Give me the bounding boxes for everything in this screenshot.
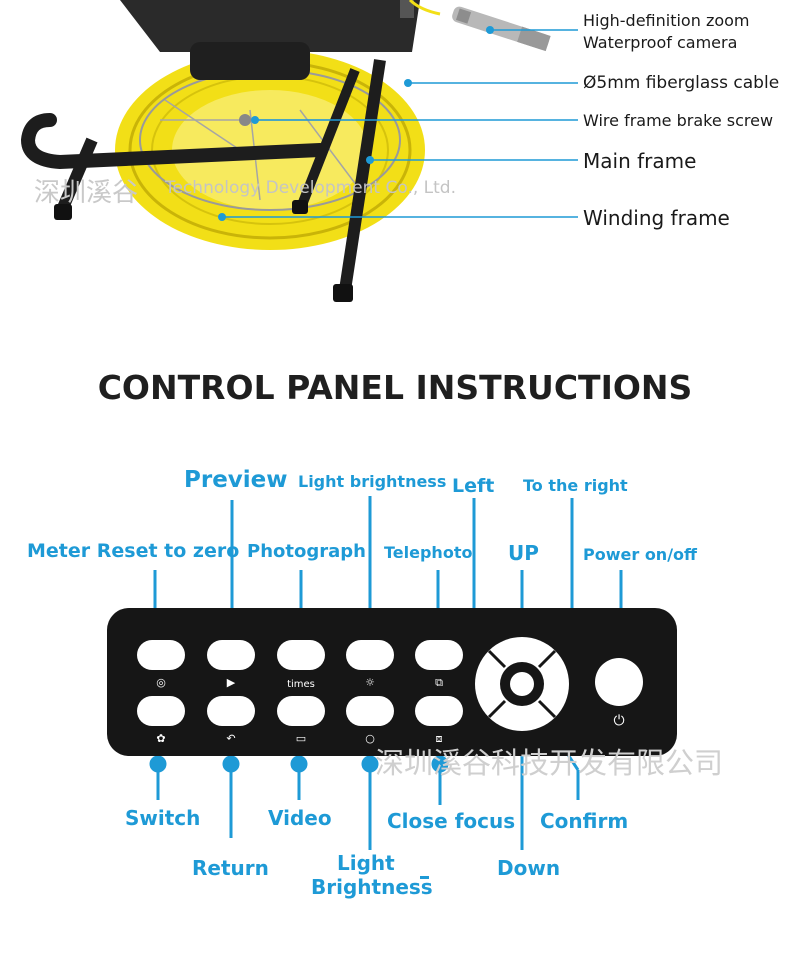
label-power: Power on/off [583, 545, 697, 564]
bulb-dim-icon: ○ [365, 732, 375, 745]
preview-key[interactable] [207, 640, 255, 670]
label-light-brightness: Light brightness [298, 472, 447, 491]
zoom-out-icon: ⧈ [435, 732, 443, 745]
watermark-en-top: Technology Development Co., Ltd. [165, 178, 456, 198]
direction-pad[interactable] [472, 634, 572, 734]
meter-reset-key[interactable] [137, 640, 185, 670]
pipe-camera-reel-illustration [20, 0, 578, 302]
callout-winding-frame: Winding frame [583, 206, 730, 230]
video-key[interactable] [277, 696, 325, 726]
back-arrow-icon: ↶ [226, 732, 236, 745]
times-label: times [287, 679, 315, 690]
label-left: Left [452, 475, 495, 497]
callout-brake: Wire frame brake screw [583, 111, 774, 130]
callout-camera-line1: High-definition zoom [583, 11, 750, 30]
label-confirm: Confirm [540, 809, 629, 833]
label-switch: Switch [125, 806, 201, 830]
return-key[interactable] [207, 696, 255, 726]
label-light-line1: Light [337, 851, 395, 875]
label-up: UP [508, 541, 539, 565]
label-meter-reset: Meter Reset to zero [27, 540, 240, 562]
label-preview: Preview [184, 467, 288, 493]
label-light-line2: Brightness [311, 875, 433, 899]
bulb-icon: ☼ [365, 676, 375, 689]
watermark-cn-bottom: 深圳溪谷科技开发有限公司 [375, 746, 724, 780]
light-brightness-up-key[interactable] [346, 640, 394, 670]
callout-camera-line2: Waterproof camera [583, 33, 738, 52]
telephoto-key[interactable] [415, 640, 463, 670]
label-close-focus: Close focus [387, 809, 516, 833]
zoom-in-icon: ⧉ [435, 676, 443, 689]
control-panel: ◎ ▶ times ☼ ⧉ ✿ ↶ ▭ ○ ⧈ ⏻ [107, 608, 677, 756]
callout-cable: Ø5mm fiberglass cable [583, 73, 780, 93]
switch-icon: ✿ [156, 732, 166, 745]
label-photograph: Photograph [247, 541, 366, 562]
label-to-the-right: To the right [523, 476, 628, 495]
photograph-key[interactable] [277, 640, 325, 670]
switch-key[interactable] [137, 696, 185, 726]
light-brightness-down-key[interactable] [346, 696, 394, 726]
label-down: Down [497, 856, 561, 880]
stray-dash-mark [420, 876, 429, 879]
close-focus-key[interactable] [415, 696, 463, 726]
reset-zero-icon: ◎ [156, 676, 166, 689]
section-title: CONTROL PANEL INSTRUCTIONS [97, 368, 693, 407]
label-return: Return [192, 856, 269, 880]
power-key[interactable] [595, 658, 643, 706]
callout-main-frame: Main frame [583, 149, 697, 173]
watermark-cn-top: 深圳溪谷 [34, 178, 139, 208]
play-icon: ▶ [226, 676, 236, 689]
camcorder-icon: ▭ [295, 732, 307, 745]
power-icon: ⏻ [613, 713, 625, 729]
label-telephoto: Telephoto [384, 543, 473, 562]
label-video: Video [268, 806, 332, 830]
